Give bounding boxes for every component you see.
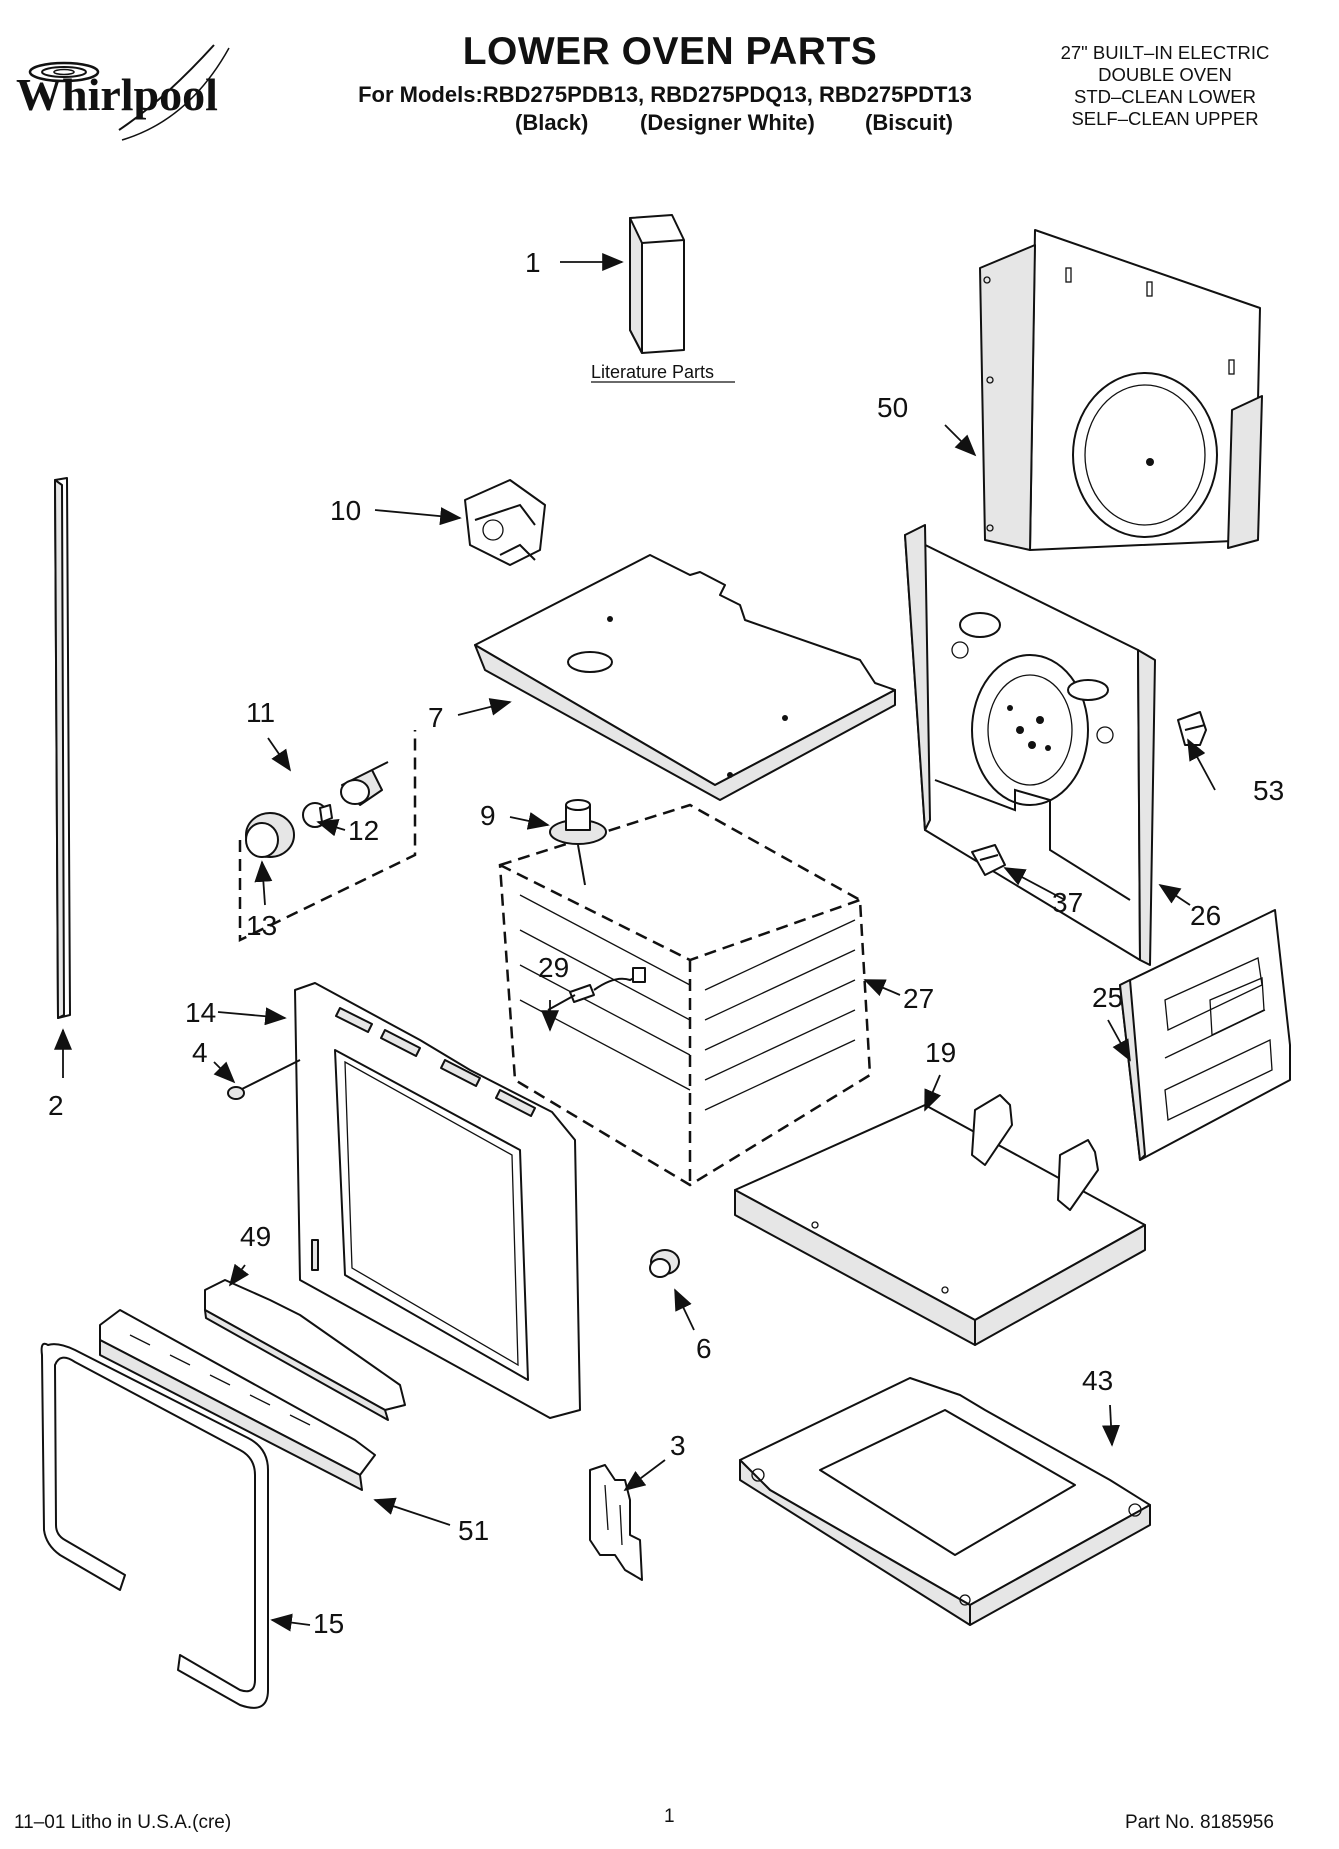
part-light-socket — [340, 761, 389, 806]
spec-line-2: DOUBLE OVEN — [1098, 64, 1232, 85]
part-top-panel — [474, 554, 896, 801]
callout-3: 3 — [670, 1430, 686, 1461]
part-vertical-trim-strip — [54, 477, 71, 1019]
part-hinge-bracket — [589, 1464, 643, 1581]
part-rear-panel — [979, 229, 1263, 551]
part-vent-bracket — [464, 479, 546, 566]
part-bottom-shield — [734, 1094, 1146, 1346]
variant-designer-white: (Designer White) — [640, 110, 815, 135]
callout-19: 19 — [925, 1037, 956, 1068]
part-kick-plate — [204, 1279, 406, 1421]
literature-parts-label: Literature Parts — [591, 362, 714, 382]
callout-12: 12 — [348, 815, 379, 846]
model-numbers: For Models:RBD275PDB13, RBD275PDQ13, RBD… — [358, 82, 972, 107]
callout-7: 7 — [428, 702, 444, 733]
callout-2: 2 — [48, 1090, 64, 1121]
part-light-bulb — [302, 802, 333, 828]
part-bottom-tray — [739, 1377, 1151, 1626]
page-title: LOWER OVEN PARTS — [462, 30, 878, 73]
part-side-panel — [1119, 909, 1291, 1161]
spec-line-3: STD–CLEAN LOWER — [1074, 86, 1256, 107]
product-spec: 27" BUILT–IN ELECTRIC DOUBLE OVEN STD–CL… — [1015, 42, 1315, 130]
part-front-frame — [294, 982, 581, 1419]
callout-29: 29 — [538, 952, 569, 983]
variant-biscuit: (Biscuit) — [865, 110, 953, 135]
callout-arrows — [54, 253, 1216, 1632]
part-oven-cavity — [498, 803, 872, 1187]
part-small-bracket — [1177, 711, 1207, 746]
spec-line-1: 27" BUILT–IN ELECTRIC — [1060, 42, 1270, 63]
callout-10: 10 — [330, 495, 361, 526]
callout-43: 43 — [1082, 1365, 1113, 1396]
callout-26: 26 — [1190, 900, 1221, 931]
callout-51: 51 — [458, 1515, 489, 1546]
part-screw — [227, 1059, 301, 1100]
callout-37: 37 — [1052, 887, 1083, 918]
callout-50: 50 — [877, 392, 908, 423]
part-vent-fitting — [549, 799, 607, 886]
brand-logo-text: Whirlpool — [16, 69, 218, 120]
part-oven-sensor — [547, 967, 646, 1011]
callout-53: 53 — [1253, 775, 1284, 806]
part-literature-booklet — [629, 214, 685, 354]
part-vent-grille — [99, 1309, 376, 1491]
callout-6: 6 — [696, 1333, 712, 1364]
callout-11: 11 — [246, 697, 275, 728]
whirlpool-logo: Whirlpool — [16, 44, 230, 141]
callout-13: 13 — [246, 910, 277, 941]
callout-49: 49 — [240, 1221, 271, 1252]
callout-25: 25 — [1092, 982, 1123, 1013]
part-number: Part No. 8185956 — [1125, 1812, 1274, 1833]
variant-black: (Black) — [515, 110, 589, 135]
part-sensor — [971, 844, 1006, 876]
callout-15: 15 — [313, 1608, 344, 1639]
callout-9: 9 — [480, 800, 496, 831]
part-inner-rear-wall — [904, 524, 1156, 966]
callout-27: 27 — [903, 983, 934, 1014]
callout-1: 1 — [525, 247, 541, 278]
litho-note: 11–01 Litho in U.S.A.(cre) — [14, 1812, 232, 1833]
page-number: 1 — [664, 1806, 675, 1827]
callout-14: 14 — [185, 997, 216, 1028]
callout-4: 4 — [192, 1037, 208, 1068]
part-door-gasket — [40, 1342, 269, 1709]
light-assembly-dashed-box — [238, 730, 417, 942]
part-plug-button — [649, 1249, 680, 1278]
spec-line-4: SELF–CLEAN UPPER — [1071, 108, 1259, 129]
part-light-lens — [245, 812, 295, 858]
